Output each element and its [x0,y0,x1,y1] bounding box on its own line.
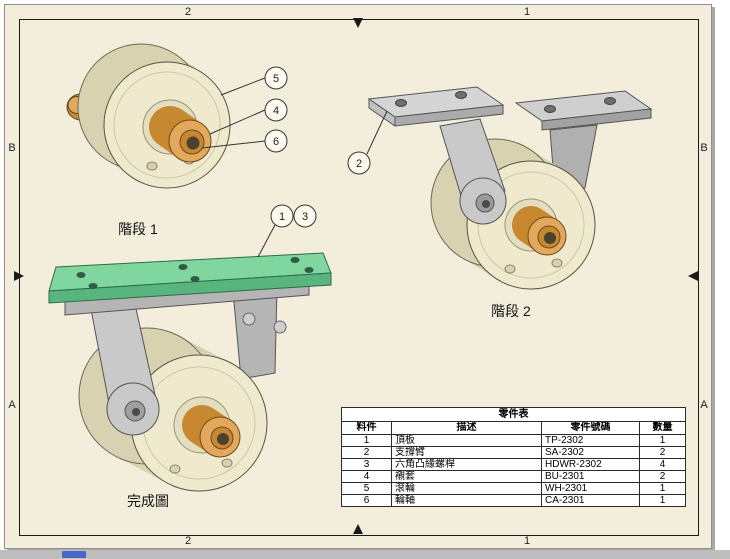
cell-desc: 襯套 [391,470,542,483]
table-row: 6 輪軸 CA-2301 1 [341,494,686,507]
balloon-6-label: 6 [273,136,279,148]
cell-desc: 六角凸緣螺桿 [391,458,542,471]
final-caption: 完成圖 [127,493,169,509]
table-row: 1 頂板 TP-2302 1 [341,434,686,447]
table-row: 4 襯套 BU-2301 2 [341,470,686,483]
balloon-2: 2 [347,151,371,175]
top-plate [48,252,332,304]
cell-part-no: TP-2302 [541,434,640,447]
col-header-qty: 數量 [639,421,686,435]
center-mark-left-icon [14,271,24,281]
final-assembly-drawing: 1 3 [48,204,332,492]
flange-bolts [242,312,287,334]
balloon-2-label: 2 [356,158,362,170]
parts-table-title-row: 零件表 [341,407,686,422]
balloon-1-label: 1 [279,211,285,223]
balloon-1: 1 [270,204,294,228]
cell-item: 1 [341,434,392,447]
zone-label-top-2: 2 [184,6,192,18]
balloon-4-label: 4 [273,105,279,117]
support-arm-left [88,294,160,436]
center-mark-top-icon [353,18,363,28]
cell-item: 6 [341,494,392,507]
cell-desc: 頂板 [391,434,542,447]
zone-label-left-a: A [8,399,16,411]
statusbar-accent [62,551,86,558]
cell-part-no: WH-2301 [541,482,640,495]
bushing [512,206,567,256]
balloon-4: 4 [264,98,288,122]
parts-table: 零件表 料件 描述 零件號碼 數量 1 頂板 TP-2302 1 2 支撐臂 S… [341,407,686,507]
bushing [182,405,241,458]
zone-label-right-a: A [700,399,708,411]
cell-part-no: BU-2301 [541,470,640,483]
parts-table-header-row: 料件 描述 零件號碼 數量 [341,421,686,435]
stage2-drawing: 2 [347,86,653,290]
cell-item: 2 [341,446,392,459]
stage1-drawing: 5 4 6 [66,43,288,189]
balloon-6: 6 [264,129,288,153]
cell-desc: 滾輪 [391,482,542,495]
cell-item: 4 [341,470,392,483]
support-arm-right [514,90,653,194]
cell-qty: 2 [639,470,686,483]
table-row: 3 六角凸緣螺桿 HDWR-2302 4 [341,458,686,471]
cell-item: 5 [341,482,392,495]
cell-qty: 2 [639,446,686,459]
support-arm-left [367,86,507,225]
center-mark-right-icon [688,271,698,281]
drawing-sheet: 2 1 2 1 B A B A [4,4,712,549]
cell-part-no: HDWR-2302 [541,458,640,471]
zone-label-bottom-1: 1 [523,535,531,547]
bushing [149,106,212,163]
cell-part-no: SA-2302 [541,446,640,459]
cell-desc: 輪軸 [391,494,542,507]
parts-table-title: 零件表 [341,407,686,422]
center-mark-bottom-icon [353,524,363,534]
cell-qty: 1 [639,434,686,447]
leader-line [366,110,388,155]
zone-label-bottom-2: 2 [184,535,192,547]
cell-desc: 支撐臂 [391,446,542,459]
balloon-5-label: 5 [273,73,279,85]
col-header-part-no: 零件號碼 [541,421,640,435]
balloon-3: 3 [293,204,317,228]
zone-label-top-1: 1 [523,6,531,18]
balloon-3-label: 3 [302,211,308,223]
cell-qty: 1 [639,482,686,495]
table-row: 2 支撐臂 SA-2302 2 [341,446,686,459]
window-bottom-edge [0,550,730,559]
cell-qty: 1 [639,494,686,507]
zone-label-left-b: B [8,142,16,154]
stage1-caption: 階段 1 [118,221,158,237]
table-row: 5 滾輪 WH-2301 1 [341,482,686,495]
zone-label-right-b: B [700,142,708,154]
cell-qty: 4 [639,458,686,471]
stage2-caption: 階段 2 [491,303,531,319]
cell-part-no: CA-2301 [541,494,640,507]
col-header-desc: 描述 [391,421,542,435]
col-header-item: 料件 [341,421,392,435]
leader-line [257,224,276,258]
balloon-5: 5 [264,66,288,90]
cell-item: 3 [341,458,392,471]
leader-lines [201,77,266,149]
